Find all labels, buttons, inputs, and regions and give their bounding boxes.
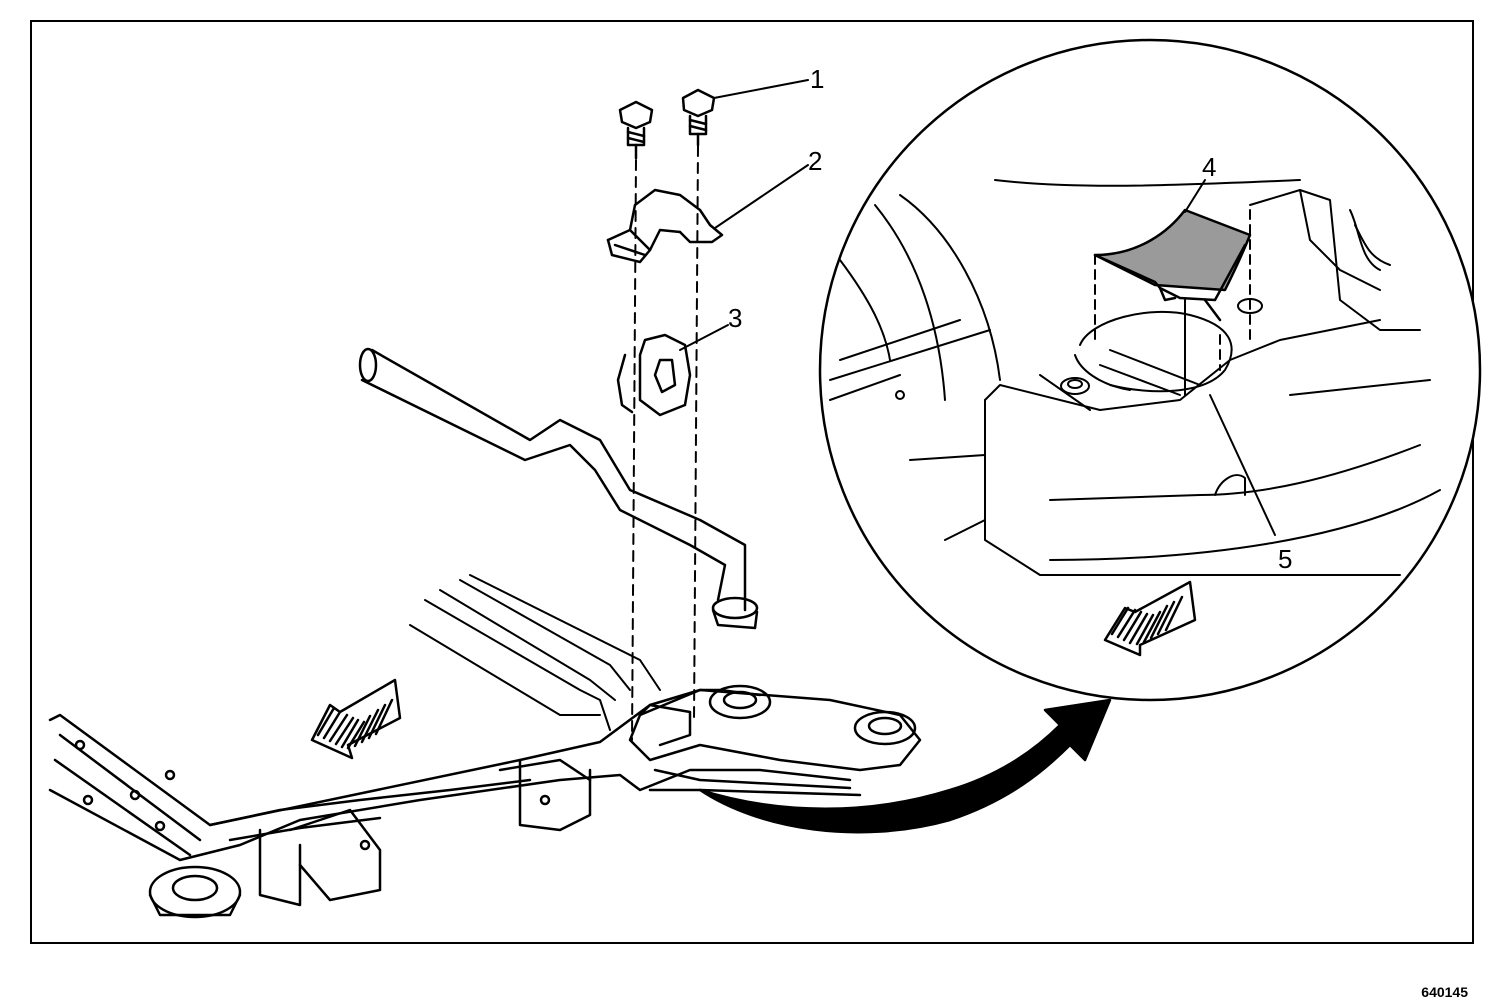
leader-lines	[679, 79, 1276, 536]
insulator-pad	[1093, 208, 1252, 396]
callout-3: 3	[728, 303, 742, 333]
mounting-bracket	[628, 684, 922, 797]
clamp-icon	[606, 188, 724, 264]
stabilizer-shaft	[358, 347, 759, 630]
detail-arrow-icon	[698, 698, 1112, 834]
callout-2: 2	[808, 146, 822, 176]
callout-5: 5	[1278, 544, 1292, 574]
diagram-frame	[30, 20, 1474, 944]
callout-4: 4	[1202, 152, 1216, 182]
detail-view	[818, 38, 1482, 702]
forward-arrow-icon	[310, 678, 402, 760]
floor-pan	[409, 574, 661, 731]
callout-1: 1	[810, 64, 824, 94]
bolt-icon	[681, 88, 716, 147]
forward-arrow-icon	[1103, 580, 1197, 657]
alignment-lines	[631, 145, 699, 741]
bolt-icon	[618, 100, 654, 160]
bushing-icon	[616, 333, 692, 417]
figure-id: 640145	[1421, 984, 1468, 1000]
